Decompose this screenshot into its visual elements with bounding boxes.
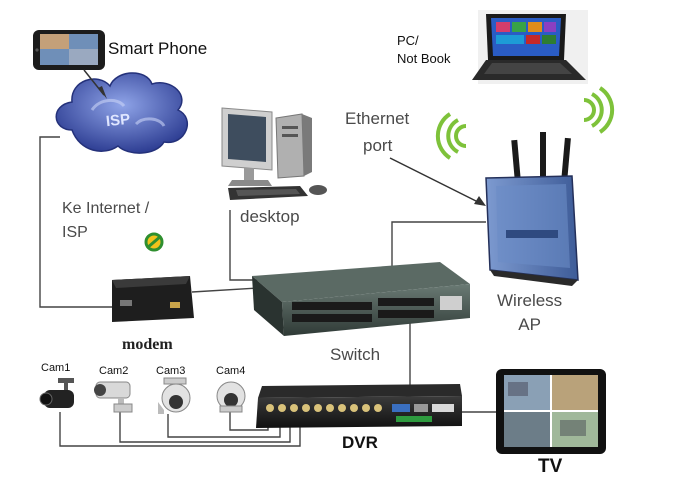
cam4-device <box>216 381 246 413</box>
cable-desktop-switch <box>229 210 262 281</box>
wireless-ap-label: Wireless AP <box>497 289 562 337</box>
internet-isp-label: Ke Internet / ISP <box>62 197 149 245</box>
wireless-label-line1: Wireless <box>497 291 563 310</box>
dvr-device <box>256 384 462 428</box>
cam2-label: Cam2 <box>99 365 129 377</box>
tv-label: TV <box>538 456 563 477</box>
dvr-bnc-ports <box>266 404 382 412</box>
wireless-label-line2: AP <box>518 315 541 334</box>
cam1-device <box>39 378 74 408</box>
ethernet-label-line2: port <box>363 136 393 155</box>
ethernet-port-label: Ethernet port <box>345 105 409 159</box>
ethernet-arrow <box>389 157 486 206</box>
switch-ports <box>292 296 462 322</box>
dvr-label: DVR <box>342 433 378 452</box>
cables <box>39 136 496 447</box>
isp-cloud-label: ISP <box>105 110 132 131</box>
cable-cam1-dvr <box>59 412 301 447</box>
cable-cam2-dvr <box>119 412 291 443</box>
pc-label-line1: PC/ <box>397 33 419 48</box>
cam4-label: Cam4 <box>216 365 246 377</box>
internet-label-line2: ISP <box>62 224 88 241</box>
tv-device <box>496 369 606 454</box>
cam3-label: Cam3 <box>156 365 186 377</box>
pc-label-line2: Not Book <box>397 51 451 66</box>
switch-label: Switch <box>330 345 381 364</box>
cam3-device <box>158 377 191 414</box>
isp-cloud <box>55 72 189 154</box>
smart-phone-device <box>33 30 105 70</box>
modem-label: modem <box>122 336 173 353</box>
internet-label-line1: Ke Internet / <box>62 200 150 217</box>
cam2-device <box>94 381 133 413</box>
switch-device <box>252 262 470 336</box>
wifi-wave-left-icon <box>435 112 467 160</box>
cable-switch-ap <box>391 221 486 268</box>
smart-phone-label: Smart Phone <box>108 39 208 58</box>
pc-notebook-label: PC/ Not Book <box>397 32 450 68</box>
cable-modem-switch <box>191 287 259 293</box>
cable-isp-modem <box>39 136 112 308</box>
ethernet-label-line1: Ethernet <box>345 109 410 128</box>
cable-cam3-dvr <box>167 414 281 438</box>
notebook-device <box>472 10 588 84</box>
modem-device <box>112 276 194 322</box>
phone-cloud-arrow <box>83 69 107 99</box>
wifi-wave-right-icon <box>583 86 615 134</box>
desktop-label: desktop <box>240 207 300 226</box>
cam1-label: Cam1 <box>41 362 71 374</box>
globe-icon <box>144 232 164 252</box>
wireless-ap-device <box>435 86 615 286</box>
desktop-device <box>221 107 327 200</box>
